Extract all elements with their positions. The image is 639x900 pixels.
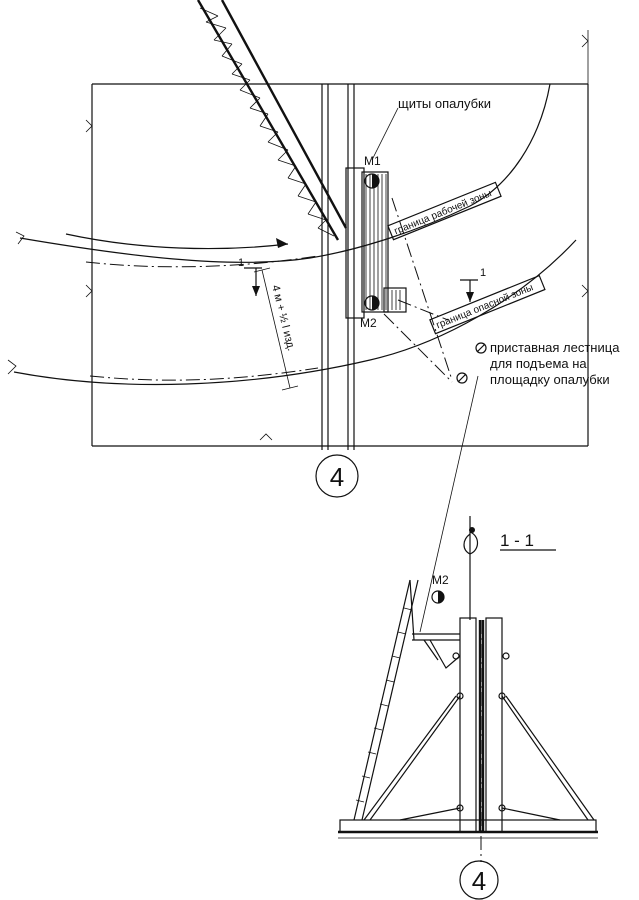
movement-arrow — [65, 233, 289, 250]
no-pass-icon — [456, 372, 468, 384]
marker-m2-section-icon — [431, 590, 445, 604]
curve-break-left-bottom — [7, 359, 17, 375]
section-view: 1 - 1 М2 — [338, 516, 598, 900]
marker-m2-section-label: М2 — [432, 573, 449, 587]
danger-zone-dash — [89, 367, 319, 381]
section-mark-right-label: 1 — [480, 267, 486, 279]
marker-m2-label: М2 — [360, 316, 377, 330]
building-outline — [91, 83, 589, 447]
section-formwork-panels — [459, 617, 503, 833]
ladder-label-line1: приставная лестница — [490, 340, 620, 355]
section-mark-left-label: 1 — [238, 257, 244, 269]
crane-hook-icon — [463, 516, 479, 620]
axis-bubble-top: 4 — [315, 454, 359, 498]
crane-boom-icon — [196, 0, 348, 241]
curve-break-left-top — [15, 231, 25, 245]
danger-zone-label-box: граница опасной зоны — [429, 274, 546, 335]
marker-m1-icon — [364, 173, 380, 189]
ladder-label-line3: площадку опалубки — [490, 372, 610, 387]
axis-bottom-label: 4 — [472, 866, 486, 896]
work-zone-curve — [19, 83, 551, 263]
axis-top-label: 4 — [330, 462, 344, 492]
ladder-label-line2: для подъема на — [490, 356, 587, 371]
leader-panels — [371, 107, 399, 161]
danger-zone-label: граница опасной зоны — [435, 282, 535, 331]
wall-lines — [321, 84, 355, 450]
section-title: 1 - 1 — [500, 531, 534, 550]
axis-bubble-bottom: 4 — [459, 860, 499, 900]
support-braces — [363, 652, 595, 821]
marker-m1-label: М1 — [364, 154, 381, 168]
formwork-panels-label: щиты опалубки — [398, 96, 491, 111]
work-platform — [412, 633, 461, 669]
ladder-icon — [353, 579, 419, 821]
work-zone-label-box: граница рабочей зоны — [387, 181, 502, 241]
section-mark-right: 1 — [460, 267, 486, 302]
work-zone-dash — [85, 255, 319, 268]
break-mark-bottom — [259, 433, 273, 441]
base-slab — [339, 819, 597, 833]
work-zone-label: граница рабочей зоны — [392, 187, 493, 237]
danger-zone-curve — [13, 239, 577, 386]
section-mark-left: 1 — [238, 257, 262, 296]
no-pass-icon — [475, 342, 487, 354]
marker-m2-icon — [364, 295, 380, 311]
leader-section — [419, 375, 479, 633]
dimension-line — [253, 267, 299, 391]
formwork-panel-icon — [345, 167, 407, 319]
leader-ladder — [383, 197, 453, 383]
